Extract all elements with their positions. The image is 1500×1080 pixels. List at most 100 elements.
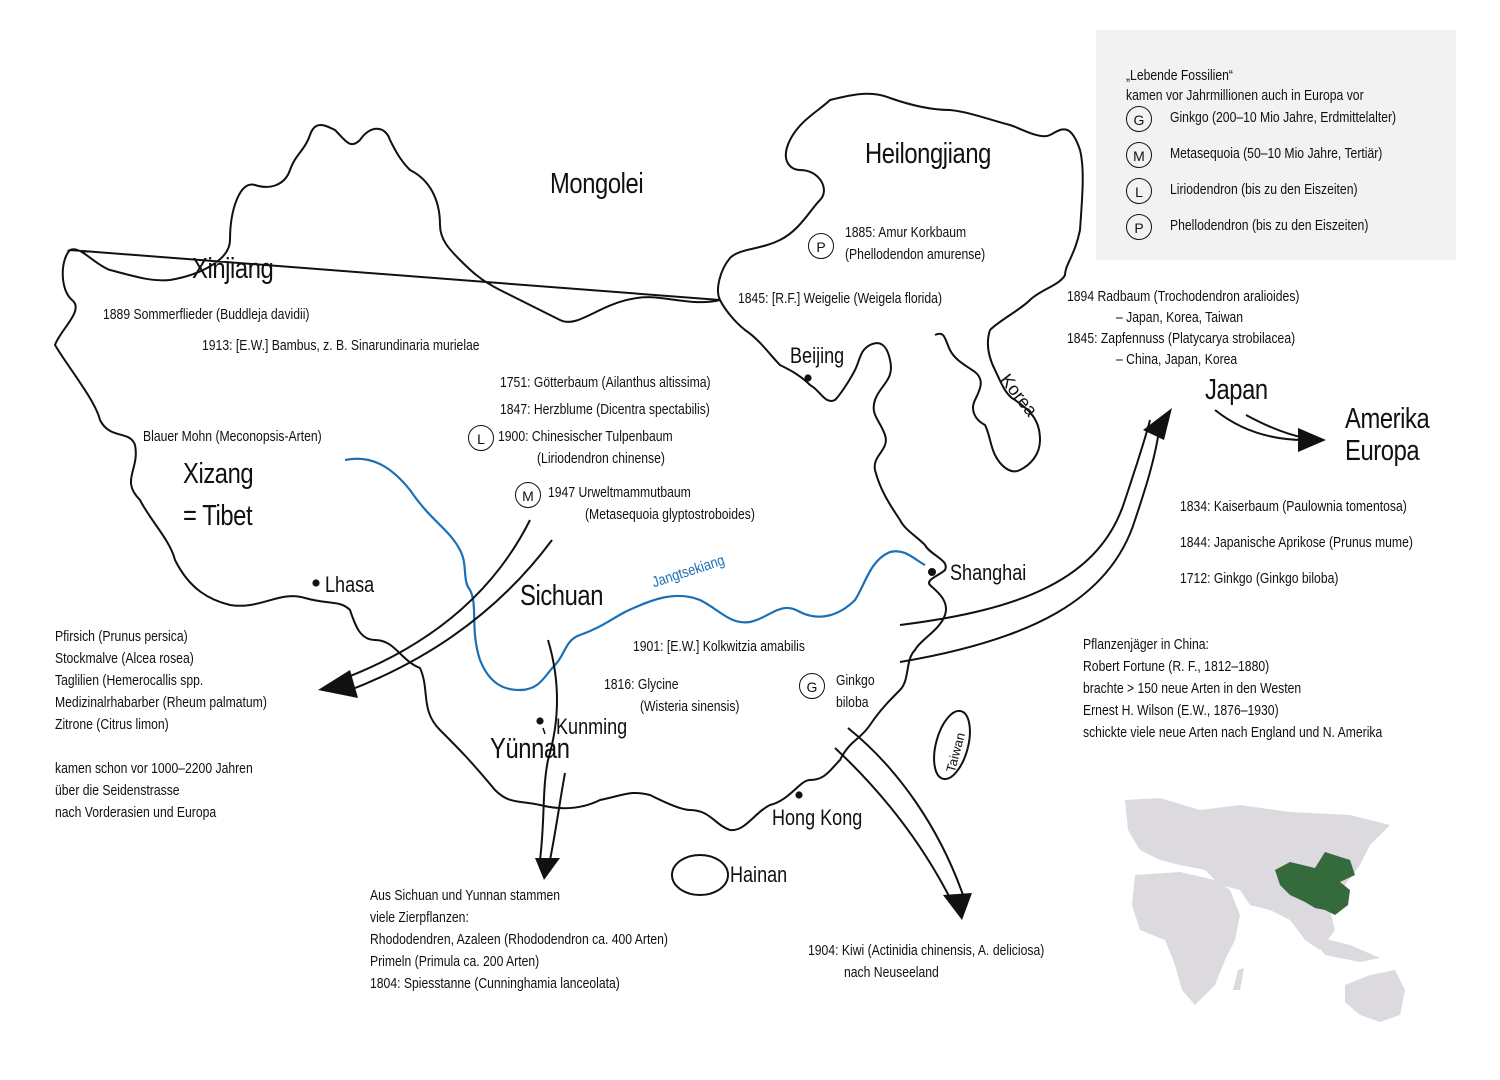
symbol-m-icon: M — [515, 482, 541, 508]
note-ginkgo: Ginkgo — [836, 673, 875, 689]
list-item: 1844: Japanische Aprikose (Prunus mume) — [1180, 535, 1413, 551]
list-item: über die Seidenstrasse — [55, 783, 180, 799]
list-item: Ernest H. Wilson (E.W., 1876–1930) — [1083, 703, 1279, 719]
list-item: Robert Fortune (R. F., 1812–1880) — [1083, 659, 1270, 675]
region-tibet: = Tibet — [183, 500, 253, 532]
region-japan: Japan — [1205, 374, 1268, 406]
legend-title-line1: „Lebende Fossilien“ — [1126, 68, 1233, 84]
list-item: Aus Sichuan und Yunnan stammen — [370, 888, 561, 904]
symbol-p-icon: P — [1126, 214, 1152, 240]
region-heilongjiang: Heilongjiang — [865, 138, 991, 170]
arrow-south — [539, 639, 566, 861]
list-item: 1834: Kaiserbaum (Paulownia tomentosa) — [1180, 499, 1407, 515]
note-bambus: 1913: [E.W.] Bambus, z. B. Sinarundinari… — [202, 338, 480, 354]
hongkong-dot — [795, 791, 803, 799]
symbol-m-icon: M — [1126, 142, 1152, 168]
list-item: Medizinalrhabarber (Rheum palmatum) — [55, 695, 267, 711]
yangtze-river — [344, 457, 926, 692]
region-amerika: Amerika — [1345, 403, 1430, 435]
symbol-g-icon: G — [1126, 106, 1152, 132]
list-item: schickte viele neue Arten nach England u… — [1083, 725, 1383, 741]
note-blauer-mohn: Blauer Mohn (Meconopsis-Arten) — [143, 429, 322, 445]
note-zapfennuss-range: – China, Japan, Korea — [1116, 352, 1238, 368]
region-yunnan: Yünnan — [490, 733, 570, 765]
region-xizang: Xizang — [183, 458, 254, 490]
legend-label: Liriodendron (bis zu den Eiszeiten) — [1170, 182, 1358, 198]
arrow-west — [339, 519, 553, 693]
note-radbaum-range: – Japan, Korea, Taiwan — [1116, 310, 1244, 326]
world-inset-map — [1125, 798, 1405, 1022]
china-border — [53, 92, 1084, 832]
legend-label: Metasequoia (50–10 Mio Jahre, Tertiär) — [1170, 146, 1383, 162]
beijing-dot — [804, 374, 812, 382]
note-tulpenbaum-latin: (Liriodendron chinense) — [537, 451, 665, 467]
note-wisteria: (Wisteria sinensis) — [640, 699, 740, 715]
legend-panel: „Lebende Fossilien“ kamen vor Jahrmillio… — [1096, 30, 1456, 260]
region-xinjiang: Xinjiang — [192, 253, 274, 285]
note-kiwi-destination: nach Neuseeland — [844, 965, 939, 981]
legend-title: „Lebende Fossilien“ kamen vor Jahrmillio… — [1126, 66, 1364, 106]
list-item: 1712: Ginkgo (Ginkgo biloba) — [1180, 571, 1339, 587]
city-shanghai: Shanghai — [950, 560, 1027, 585]
list-item: kamen schon vor 1000–2200 Jahren — [55, 761, 253, 777]
symbol-l-icon: L — [1126, 178, 1152, 204]
note-goetterbaum: 1751: Götterbaum (Ailanthus altissima) — [500, 375, 711, 391]
list-item: Stockmalve (Alcea rosea) — [55, 651, 194, 667]
legend-label: Phellodendron (bis zu den Eiszeiten) — [1170, 218, 1369, 234]
city-beijing: Beijing — [790, 343, 845, 368]
note-metasequoia: (Metasequoia glyptostroboides) — [585, 507, 755, 523]
note-kolkwitzia: 1901: [E.W.] Kolkwitzia amabilis — [633, 639, 805, 655]
city-kunming: Kunming — [556, 714, 628, 739]
note-zapfennuss: 1845: Zapfennuss (Platycarya strobilacea… — [1067, 331, 1296, 347]
eurasia-shape — [1125, 798, 1390, 950]
kunming-dot — [536, 717, 544, 725]
list-item: Primeln (Primula ca. 200 Arten) — [370, 954, 540, 970]
region-mongolei: Mongolei — [550, 168, 644, 200]
legend-title-line2: kamen vor Jahrmillionen auch in Europa v… — [1126, 88, 1364, 104]
list-item: brachte > 150 neue Arten in den Westen — [1083, 681, 1302, 697]
china-highlight — [1275, 852, 1355, 915]
note-kiwi: 1904: Kiwi (Actinidia chinensis, A. deli… — [808, 943, 1045, 959]
africa-shape — [1132, 872, 1240, 1005]
list-item: 1804: Spiesstanne (Cunninghamia lanceola… — [370, 976, 620, 992]
note-sommerflieder: 1889 Sommerflieder (Buddleja davidii) — [103, 307, 310, 323]
note-urweltmammutbaum: 1947 Urweltmammutbaum — [548, 485, 691, 501]
city-hongkong: Hong Kong — [772, 805, 863, 830]
arrow-south-head — [535, 858, 560, 880]
australia-shape — [1345, 970, 1405, 1022]
list-item: viele Zierpflanzen: — [370, 910, 469, 926]
taiwan-island — [933, 709, 971, 781]
symbol-g-icon: G — [799, 673, 825, 699]
arrow-east-head — [1298, 428, 1326, 452]
note-herzblume: 1847: Herzblume (Dicentra spectabilis) — [500, 402, 710, 418]
list-item: Zitrone (Citrus limon) — [55, 717, 169, 733]
note-phellodendon: (Phellodendon amurense) — [845, 247, 986, 263]
list-item: Pflanzenjäger in China: — [1083, 637, 1209, 653]
region-sichuan: Sichuan — [520, 580, 604, 612]
europe-plant-list: 1834: Kaiserbaum (Paulownia tomentosa) 1… — [1180, 489, 1413, 597]
note-glycine: 1816: Glycine — [604, 677, 679, 693]
plant-hunters-note: Pflanzenjäger in China: Robert Fortune (… — [1083, 634, 1382, 744]
shanghai-dot — [928, 568, 936, 576]
south-plant-list: Aus Sichuan und Yunnan stammen viele Zie… — [370, 885, 668, 995]
note-weigelie: 1845: [R.F.] Weigelie (Weigela florida) — [738, 291, 943, 307]
lhasa-dot — [312, 579, 320, 587]
note-amur-korkbaum: 1885: Amur Korkbaum — [845, 225, 967, 241]
region-hainan: Hainan — [730, 862, 788, 887]
arrow-southeast-head — [943, 893, 972, 920]
region-europa: Europa — [1345, 435, 1420, 467]
list-item: Rhododendren, Azaleen (Rhododendron ca. … — [370, 932, 668, 948]
legend-label: Ginkgo (200–10 Mio Jahre, Erdmittelalter… — [1170, 110, 1397, 126]
arrow-northeast — [899, 419, 1161, 663]
arrow-east — [1214, 409, 1306, 441]
note-radbaum: 1894 Radbaum (Trochodendron aralioides) — [1067, 289, 1300, 305]
note-ginkgo-biloba: biloba — [836, 695, 869, 711]
list-item: nach Vorderasien und Europa — [55, 805, 217, 821]
note-tulpenbaum: 1900: Chinesischer Tulpenbaum — [498, 429, 673, 445]
west-plant-list: Pfirsich (Prunus persica) Stockmalve (Al… — [55, 626, 267, 824]
symbol-l-icon: L — [468, 425, 494, 451]
hainan-island — [671, 854, 729, 896]
arrow-west-head — [318, 670, 358, 698]
arrow-northeast-head — [1143, 408, 1172, 440]
